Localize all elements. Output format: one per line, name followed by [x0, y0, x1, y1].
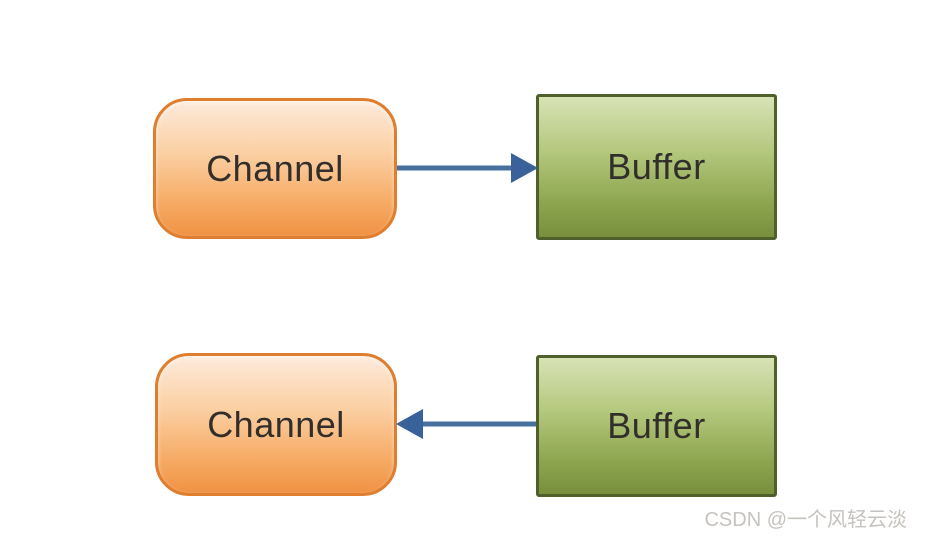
channel-node-bottom-label: Channel — [207, 403, 345, 445]
arrow-right-icon — [397, 153, 538, 183]
channel-node-top-label: Channel — [206, 147, 344, 189]
channel-node-bottom: Channel — [155, 353, 397, 496]
buffer-node-top: Buffer — [536, 94, 777, 240]
channel-node-top: Channel — [153, 98, 397, 239]
arrow-left-icon — [396, 409, 536, 439]
buffer-node-top-label: Buffer — [607, 146, 706, 187]
buffer-node-bottom: Buffer — [536, 355, 777, 497]
watermark: CSDN @一个风轻云淡 — [704, 509, 907, 531]
buffer-node-bottom-label: Buffer — [607, 405, 706, 446]
